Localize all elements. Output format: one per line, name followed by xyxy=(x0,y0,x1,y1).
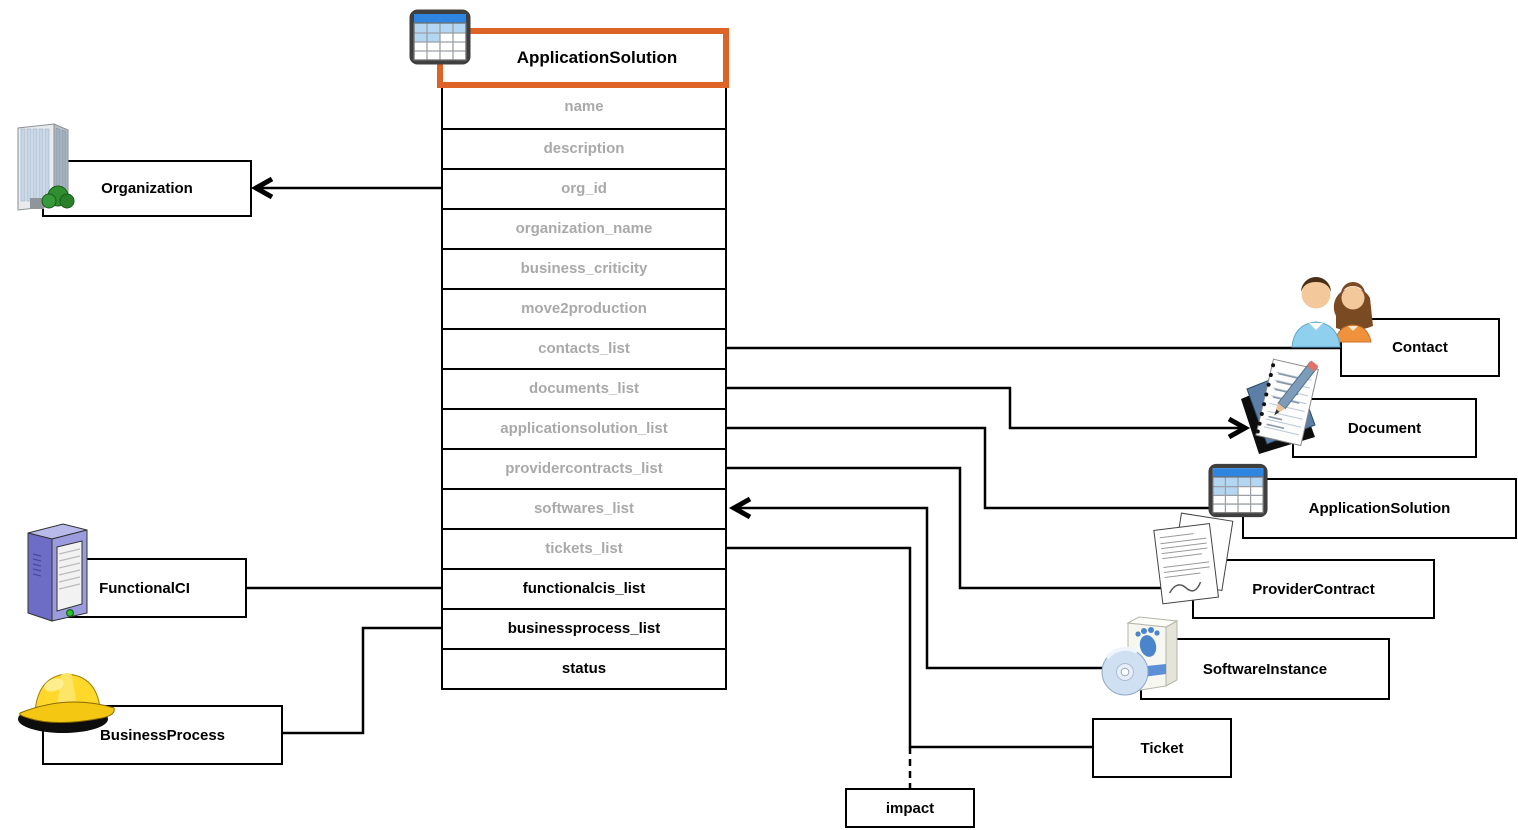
field-row-status[interactable]: status xyxy=(443,648,725,688)
field-row-tickets-list[interactable]: tickets_list xyxy=(443,528,725,568)
entity-providercontract[interactable]: ProviderContract xyxy=(1192,559,1435,619)
entity-softwareinstance[interactable]: SoftwareInstance xyxy=(1140,638,1390,700)
entity-softwareinstance-label: SoftwareInstance xyxy=(1202,660,1328,678)
entity-ticket[interactable]: Ticket xyxy=(1092,718,1232,778)
field-row-contacts-list[interactable]: contacts_list xyxy=(443,328,725,368)
entity-businessprocess-label: BusinessProcess xyxy=(99,726,226,744)
connector-documents-document xyxy=(727,386,1244,430)
field-row-functionalcis-list[interactable]: functionalcis_list xyxy=(443,568,725,608)
arrowhead-organization xyxy=(250,176,274,200)
entity-document[interactable]: Document xyxy=(1292,398,1477,458)
arrowhead-document xyxy=(1227,416,1251,440)
entity-functionalci-label: FunctionalCI xyxy=(99,579,190,597)
entity-organization-label: Organization xyxy=(101,180,193,197)
connector-softwares-softwareinstance xyxy=(733,506,1145,670)
contract-icon xyxy=(1146,512,1240,612)
entity-applicationsolution-label: ApplicationSolution xyxy=(1308,500,1451,517)
field-row-org-id[interactable]: org_id xyxy=(443,168,725,208)
entity-document-label: Document xyxy=(1347,419,1422,437)
server-icon xyxy=(10,516,107,628)
entity-contact[interactable]: Contact xyxy=(1340,318,1500,377)
connector-tickets-ticket xyxy=(727,546,1092,749)
entity-applicationsolution[interactable]: ApplicationSolution xyxy=(1242,478,1517,539)
field-row-businessprocess-list[interactable]: businessprocess_list xyxy=(443,608,725,648)
field-row-description[interactable]: description xyxy=(443,128,725,168)
entity-impact-label: impact xyxy=(885,799,935,817)
entity-providercontract-label: ProviderContract xyxy=(1252,580,1375,598)
connector-appsolutionlist-appsolution xyxy=(727,426,1244,510)
field-row-providercontracts-list[interactable]: providercontracts_list xyxy=(443,448,725,488)
people-icon xyxy=(1286,268,1382,348)
field-row-documents-list[interactable]: documents_list xyxy=(443,368,725,408)
building-icon xyxy=(6,120,84,215)
main-table-title: ApplicationSolution xyxy=(516,48,678,67)
main-table-header[interactable]: ApplicationSolution xyxy=(437,28,729,88)
field-row-move2production[interactable]: move2production xyxy=(443,288,725,328)
entity-impact[interactable]: impact xyxy=(845,788,975,828)
field-row-name[interactable]: name xyxy=(443,88,725,128)
software-box-icon xyxy=(1098,610,1188,700)
table-icon xyxy=(408,8,472,66)
hardhat-icon xyxy=(16,658,118,740)
arrowhead-softwares-list xyxy=(728,496,752,520)
connector-providercontracts-providercontract xyxy=(727,466,1196,590)
entity-organization[interactable]: Organization xyxy=(42,160,252,217)
notepad-icon xyxy=(1235,357,1331,457)
entity-contact-label: Contact xyxy=(1392,339,1448,356)
entity-ticket-label: Ticket xyxy=(1140,739,1184,757)
table-icon xyxy=(1207,462,1269,519)
field-row-business-criticity[interactable]: business_criticity xyxy=(443,248,725,288)
connector-businessprocess-businessprocess xyxy=(283,626,443,735)
field-row-softwares-list[interactable]: softwares_list xyxy=(443,488,725,528)
main-table-rows: name description org_id organization_nam… xyxy=(441,88,727,690)
field-row-applicationsolution-list[interactable]: applicationsolution_list xyxy=(443,408,725,448)
field-row-organization-name[interactable]: organization_name xyxy=(443,208,725,248)
